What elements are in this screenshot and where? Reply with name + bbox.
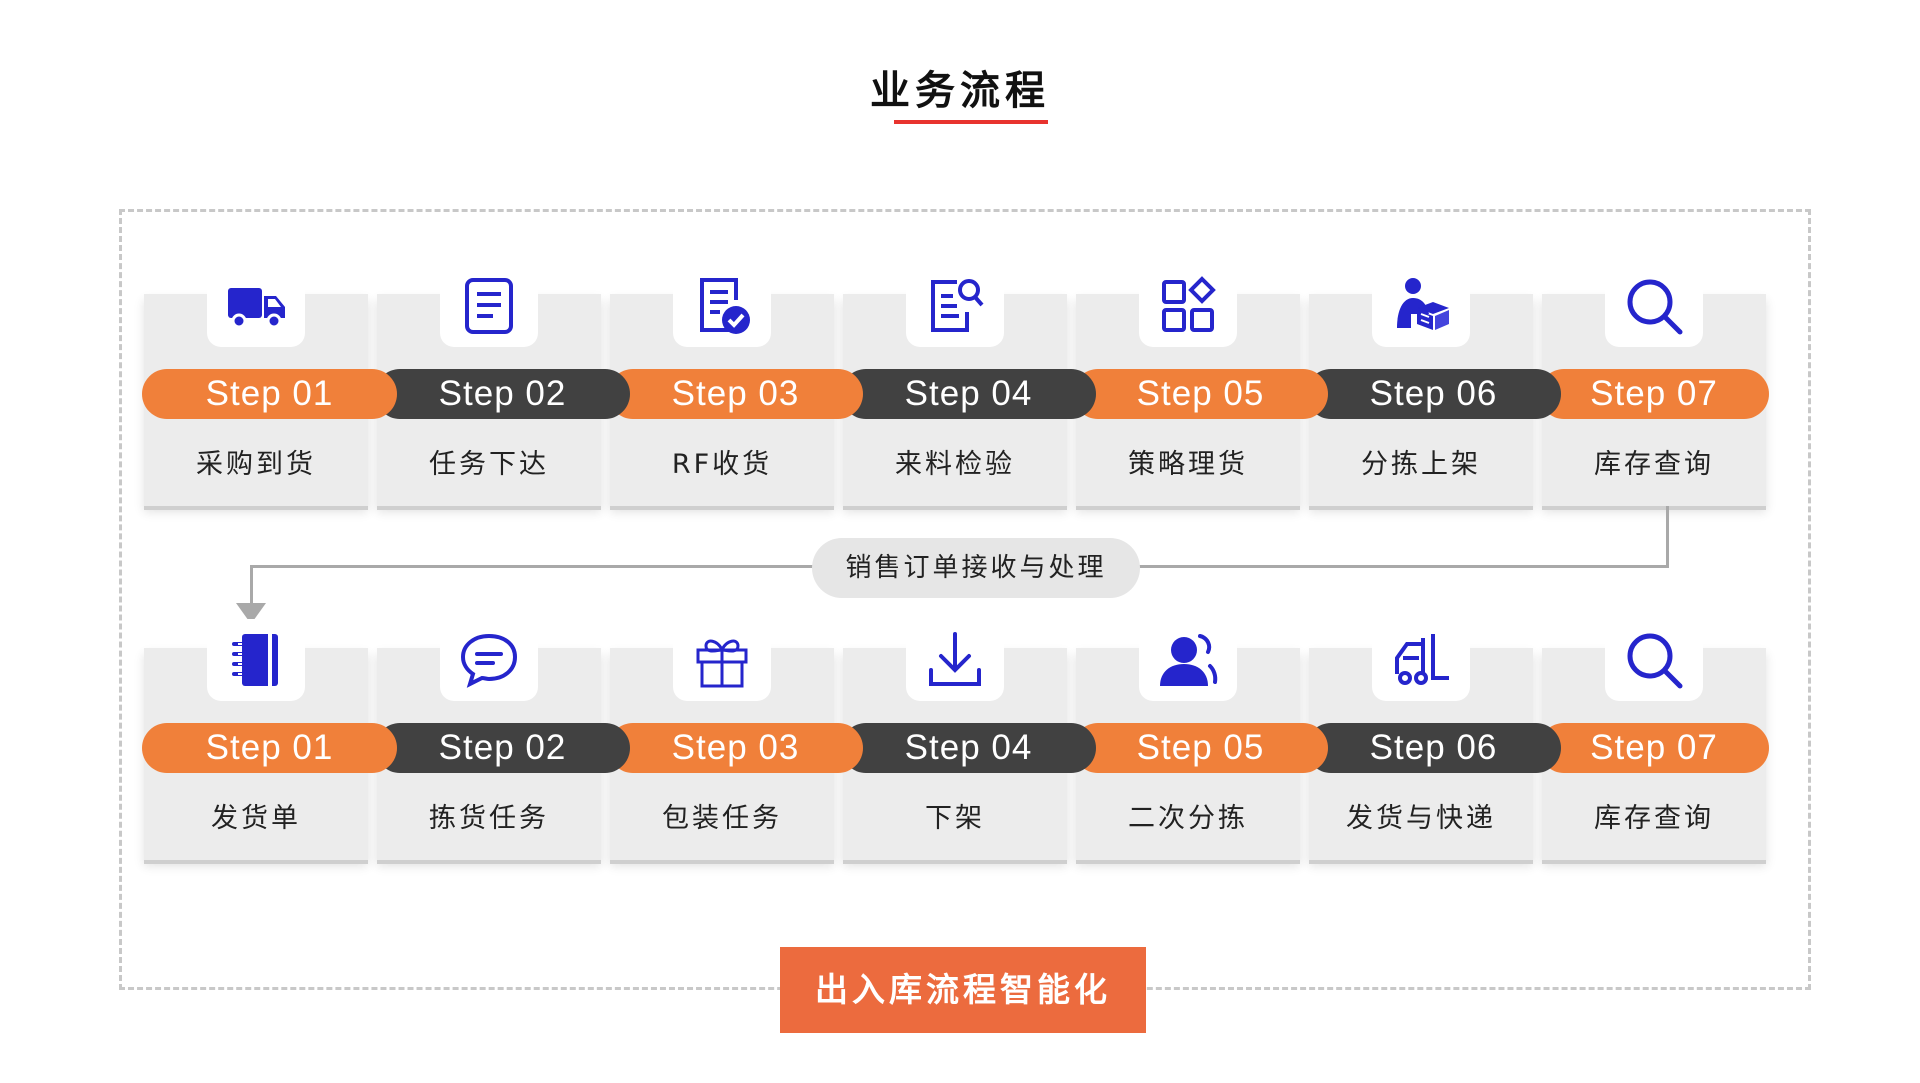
step-label: 发货与快递: [1346, 803, 1496, 834]
step-label: 库存查询: [1594, 803, 1714, 834]
document-search-icon: [906, 265, 1004, 347]
page-title: 业务流程: [870, 68, 1050, 114]
step-number-pill: Step 06: [1306, 369, 1561, 419]
truck-icon: [207, 265, 305, 347]
connector-label: 销售订单接收与处理: [812, 538, 1140, 598]
document-icon: [440, 265, 538, 347]
bottom-badge: 出入库流程智能化: [780, 947, 1146, 1033]
step-number-pill: Step 03: [608, 369, 863, 419]
step-number-pill: Step 03: [608, 723, 863, 773]
step-label: 任务下达: [429, 449, 549, 480]
chat-bubble-icon: [440, 619, 538, 701]
step-label: 下架: [925, 803, 985, 834]
search-icon: [1605, 619, 1703, 701]
step-label: 采购到货: [196, 449, 316, 480]
notebook-icon: [207, 619, 305, 701]
step-label: RF收货: [671, 449, 773, 480]
step-number-pill: Step 07: [1539, 723, 1769, 773]
step-number-pill: Step 06: [1306, 723, 1561, 773]
step-label: 库存查询: [1594, 449, 1714, 480]
step-label: 发货单: [211, 803, 301, 834]
step-label: 策略理货: [1128, 449, 1248, 480]
arrow-down-icon: [236, 603, 266, 624]
step-number-pill: Step 07: [1539, 369, 1769, 419]
step-label: 拣货任务: [429, 803, 549, 834]
step-label: 来料检验: [895, 449, 1015, 480]
step-number-pill: Step 02: [375, 723, 630, 773]
step-number-pill: Step 02: [375, 369, 630, 419]
step-number-pill: Step 05: [1073, 723, 1328, 773]
gift-box-icon: [673, 619, 771, 701]
worker-box-icon: [1372, 265, 1470, 347]
step-label: 二次分拣: [1128, 803, 1248, 834]
step-number-pill: Step 04: [841, 723, 1096, 773]
document-check-icon: [673, 265, 771, 347]
step-number-pill: Step 01: [142, 369, 397, 419]
forklift-icon: [1372, 619, 1470, 701]
step-number-pill: Step 01: [142, 723, 397, 773]
title-underline: [894, 120, 1048, 124]
step-label: 分拣上架: [1361, 449, 1481, 480]
search-icon: [1605, 265, 1703, 347]
grid-apps-icon: [1139, 265, 1237, 347]
connector-line-right: [1666, 506, 1669, 568]
step-label: 包装任务: [662, 803, 782, 834]
step-number-pill: Step 05: [1073, 369, 1328, 419]
user-icon: [1139, 619, 1237, 701]
download-icon: [906, 619, 1004, 701]
connector-line-left: [250, 565, 253, 607]
step-number-pill: Step 04: [841, 369, 1096, 419]
